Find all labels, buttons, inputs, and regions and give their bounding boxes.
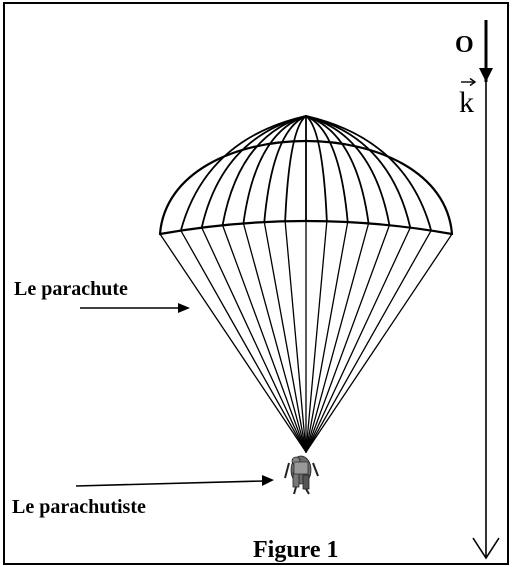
axis-arrowhead <box>472 537 500 560</box>
suspension-line <box>242 222 307 453</box>
canopy-seam <box>242 115 307 225</box>
origin-label: O <box>455 32 474 58</box>
parachutist-pointer-arrowhead <box>262 475 274 486</box>
canopy-seam <box>284 115 307 223</box>
parachute-pointer-arrowhead <box>178 303 190 313</box>
unit-vector-k: k <box>459 77 477 119</box>
suspension-line <box>221 224 307 453</box>
canopy-seam <box>221 115 307 227</box>
axis-origin-arrowhead <box>479 68 493 82</box>
suspension-line <box>284 220 307 453</box>
suspension-line <box>305 233 453 453</box>
suspension-line <box>305 222 370 453</box>
suspension-line <box>305 220 328 453</box>
figure-caption: Figure 1 <box>253 537 339 563</box>
parachutist-figure <box>284 455 319 495</box>
canopy-seam <box>263 115 307 223</box>
figure-frame <box>3 2 509 565</box>
suspension-lines <box>159 220 453 453</box>
vertical-axis <box>472 20 500 560</box>
unit-vector-arrowhead <box>469 77 477 87</box>
suspension-line <box>305 229 432 453</box>
parachutist-pointer <box>75 475 274 487</box>
canopy-seam <box>200 115 307 229</box>
canopy-seam <box>305 115 349 223</box>
parachute-pointer <box>80 303 190 313</box>
parachute-label: Le parachute <box>14 278 128 300</box>
suspension-line <box>305 226 411 453</box>
parachutist-label: Le parachutiste <box>12 496 146 518</box>
canopy-seam <box>305 115 328 223</box>
parachute-canopy <box>158 115 454 236</box>
suspension-line <box>159 233 307 453</box>
canopy-seam <box>305 115 391 227</box>
suspension-line <box>201 226 307 453</box>
parachutist-pointer-line <box>75 480 264 487</box>
canopy-seam <box>305 115 433 232</box>
suspension-line <box>180 229 307 453</box>
suspension-line <box>263 221 307 453</box>
canopy-seam <box>305 115 412 229</box>
canopy-seam <box>305 115 370 225</box>
unit-vector-label: k <box>459 86 474 119</box>
suspension-line <box>305 221 349 453</box>
suspension-line <box>305 224 391 453</box>
